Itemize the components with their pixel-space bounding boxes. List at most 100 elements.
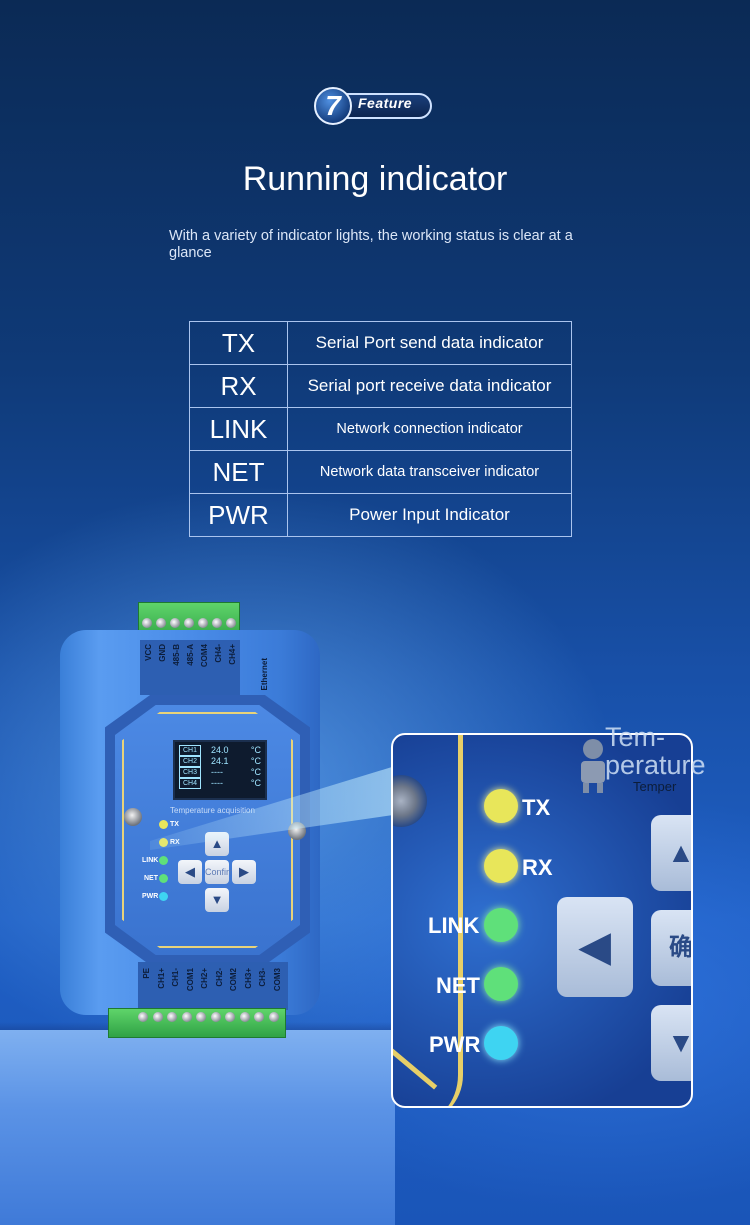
indicator-description: Serial Port send data indicator	[287, 321, 572, 365]
key-left-button[interactable]: ◀	[178, 860, 202, 884]
display-stage	[0, 1030, 395, 1225]
ethernet-label: Ethernet	[260, 658, 269, 691]
lcd-row: CH2 24.1 °C	[179, 756, 261, 767]
pin-label: CH3+	[243, 968, 253, 989]
lcd-unit: °C	[250, 767, 261, 777]
lcd-row: CH3 ---- °C	[179, 767, 261, 778]
zoom-led-net-icon	[484, 967, 518, 1001]
pin-label: CH2+	[200, 968, 209, 989]
badge-label: Feature	[358, 95, 413, 111]
screw-icon	[167, 1012, 177, 1022]
table-row: TX Serial Port send data indicator	[189, 321, 572, 365]
led-net-icon	[159, 874, 168, 883]
screw-icon	[210, 1012, 221, 1022]
indicator-description: Network data transceiver indicator	[287, 450, 572, 494]
led-pwr-icon	[159, 892, 168, 901]
zoom-led-label: NET	[436, 973, 480, 998]
zoom-led-label: PWR	[429, 1032, 481, 1057]
zoom-key-confirm-button[interactable]: 确	[651, 910, 691, 986]
zoom-trim	[393, 735, 463, 1106]
lcd-row: CH1 24.0 °C	[179, 745, 261, 756]
zoom-led-pwr-icon	[484, 1026, 518, 1060]
screw-icon	[181, 1012, 192, 1022]
pin-label: GND	[158, 644, 167, 662]
indicator-code: PWR	[189, 493, 288, 537]
lcd-value: 24.1	[211, 756, 229, 766]
zoom-led-link-icon	[484, 908, 518, 942]
key-right-button[interactable]: ▶	[232, 860, 256, 884]
zoom-led-label: TX	[522, 795, 551, 820]
page-subtitle: With a variety of indicator lights, the …	[169, 228, 573, 261]
indicator-description: Power Input Indicator	[287, 493, 572, 537]
led-tx-icon	[159, 820, 168, 829]
overlay-text: Tem- perature	[605, 722, 706, 780]
zoom-key-left-button[interactable]: ◀	[557, 897, 633, 997]
pin-label: PE	[142, 968, 151, 979]
key-down-button[interactable]: ▼	[205, 888, 229, 912]
confirm-button[interactable]: Confirm	[205, 860, 237, 884]
screw-icon	[268, 1012, 279, 1022]
led-label: LINK	[142, 857, 159, 864]
lcd-channel: CH4	[179, 778, 201, 789]
led-label: PWR	[142, 893, 159, 900]
screw-icon	[226, 618, 236, 628]
screw-icon	[254, 1012, 264, 1022]
lcd-value: 24.0	[211, 745, 229, 755]
table-row: PWR Power Input Indicator	[189, 493, 572, 537]
table-row: NET Network data transceiver indicator	[189, 450, 572, 494]
zoom-led-rx-icon	[484, 849, 518, 883]
screw-icon	[124, 808, 142, 826]
zoom-led-label: LINK	[428, 913, 480, 938]
screw-icon	[198, 618, 208, 628]
lcd-unit: °C	[250, 745, 261, 755]
lcd-channel: CH3	[179, 767, 201, 778]
pin-label: VCC	[144, 644, 153, 661]
badge-number: 7	[314, 87, 352, 125]
zoom-key-down-button[interactable]: ▼	[651, 1005, 691, 1081]
pin-label: CH4+	[228, 644, 237, 665]
zoom-key-up-button[interactable]: ▲	[651, 815, 691, 891]
screw-icon	[170, 618, 180, 628]
table-row: RX Serial port receive data indicator	[189, 364, 572, 408]
top-label-strip	[140, 640, 240, 695]
screw-icon	[239, 1012, 250, 1022]
lcd-channel: CH2	[179, 756, 201, 767]
device-caption: Temperature acquisition	[170, 806, 255, 815]
lcd-unit: °C	[250, 778, 261, 788]
pin-label: CH3-	[258, 968, 267, 987]
pin-label: COM3	[272, 968, 282, 992]
pin-label: COM1	[185, 968, 195, 992]
indicator-description: Network connection indicator	[287, 407, 572, 451]
led-label: NET	[144, 875, 158, 882]
feature-badge: 7 Feature	[314, 87, 436, 125]
pin-label: 485-A	[186, 644, 195, 666]
lcd-display: CH1 24.0 °C CH2 24.1 °C CH3 ---- °C CH4 …	[173, 740, 267, 800]
indicator-code: TX	[189, 321, 288, 365]
zoom-led-label: RX	[522, 855, 553, 880]
screw-icon	[142, 618, 152, 628]
screw-icon	[212, 618, 222, 628]
pin-label: CH1+	[156, 968, 166, 989]
screw-icon	[184, 618, 194, 628]
lcd-row: CH4 ---- °C	[179, 778, 261, 789]
screw-icon	[152, 1012, 163, 1022]
screw-icon	[196, 1012, 206, 1022]
lcd-value: ----	[211, 778, 223, 788]
page-title: Running indicator	[242, 160, 508, 198]
pin-label: CH1-	[171, 968, 180, 987]
pin-label: CH2-	[214, 968, 224, 987]
indicator-description: Serial port receive data indicator	[287, 364, 572, 408]
zoom-led-tx-icon	[484, 789, 518, 823]
pin-label: COM4	[200, 644, 209, 668]
lcd-channel: CH1	[179, 745, 201, 756]
zoom-inset: Temper TX RX LINK NET PWR ▲ ◀ 确 ▼	[391, 733, 693, 1108]
indicator-table: TX Serial Port send data indicator RX Se…	[189, 321, 572, 537]
pin-label: 485-B	[172, 644, 181, 666]
lcd-unit: °C	[250, 756, 261, 766]
indicator-code: NET	[189, 450, 288, 494]
indicator-code: RX	[189, 364, 288, 408]
screw-icon	[156, 618, 166, 628]
partial-label: Temper	[633, 779, 677, 794]
indicator-code: LINK	[189, 407, 288, 451]
robot-icon	[581, 739, 605, 793]
